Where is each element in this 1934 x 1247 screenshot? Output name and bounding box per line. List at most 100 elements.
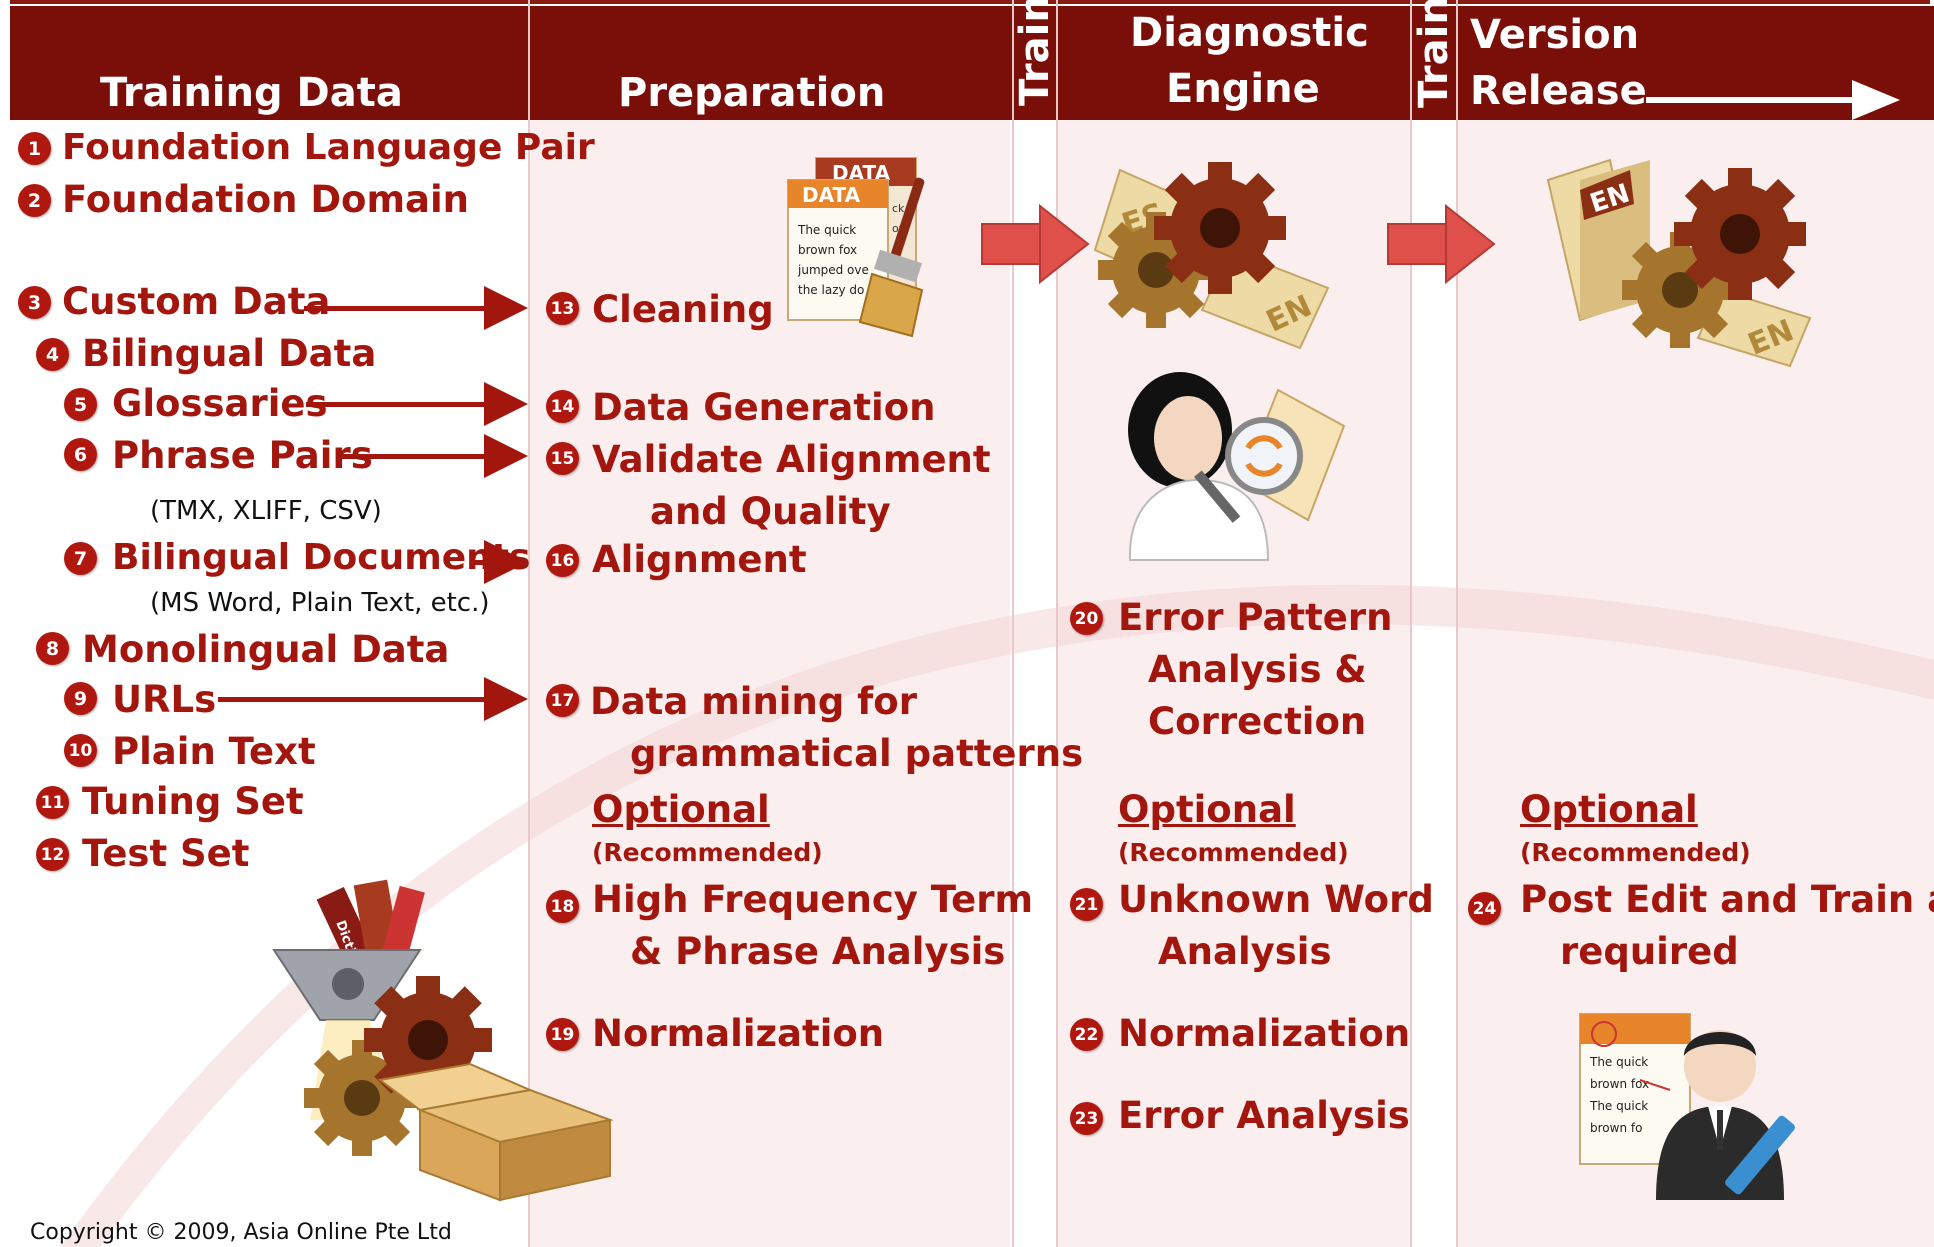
item-foundation-language-pair: Foundation Language Pair [62,127,595,168]
header-title-diagnostic-2: Engine [1166,66,1320,112]
badge-22: 22 [1070,1018,1103,1051]
data-tag-front: DATA [802,183,861,207]
version-release-icon: EN EN [1546,158,1812,368]
item-error-pattern-line2: Analysis & [1148,648,1367,691]
badge-9: 9 [64,682,97,715]
header-train-1 [1014,6,1056,120]
item-monolingual-data: Monolingual Data [82,628,450,671]
item-validate-alignment-line2: and Quality [650,490,891,533]
badge-19: 19 [546,1018,579,1051]
item-data-mining: Data mining for [590,680,917,723]
header-diagnostic [1058,6,1410,120]
badge-10: 10 [64,734,97,767]
item-alignment: Alignment [592,538,807,581]
item-cleaning: Cleaning [592,288,774,331]
header-preparation [530,6,1012,120]
phrase-pairs-formats: (TMX, XLIFF, CSV) [150,496,382,526]
header-train-2 [1412,6,1456,120]
item-error-pattern: Error Pattern [1118,596,1393,639]
item-data-generation: Data Generation [592,386,936,429]
header-title-version-2: Release [1470,68,1647,114]
badge-4: 4 [36,338,69,371]
version-recommended: (Recommended) [1520,838,1751,867]
badge-1: 1 [18,132,51,165]
post-edit-person-icon: The quick brown fox The quick brown fo [1579,1013,1795,1200]
badge-20: 20 [1070,602,1103,635]
data-line-4: the lazy do [798,283,864,297]
diagnostic-optional: Optional [1118,788,1296,831]
top-rule [10,0,1930,4]
bilingual-documents-formats: (MS Word, Plain Text, etc.) [150,588,490,618]
badge-7: 7 [64,542,97,575]
badge-6: 6 [64,438,97,471]
badge-12: 12 [36,838,69,871]
item-bilingual-data: Bilingual Data [82,332,377,375]
diagnostic-recommended: (Recommended) [1118,838,1349,867]
version-optional: Optional [1520,788,1698,831]
diagnostic-gears-icon: ES EN [1093,162,1330,350]
badge-23: 23 [1070,1102,1103,1135]
header-title-version-1: Version [1470,12,1640,58]
item-unknown-word-line2: Analysis [1158,930,1332,973]
header-arrow [1646,80,1900,120]
item-error-pattern-line3: Correction [1148,700,1367,743]
item-plain-text: Plain Text [112,730,316,773]
badge-15: 15 [546,442,579,475]
item-tuning-set: Tuning Set [82,780,304,823]
header-title-training-data: Training Data [100,70,403,116]
item-post-edit-line2: required [1560,930,1739,973]
item-high-frequency-term-line2: & Phrase Analysis [630,930,1006,973]
item-normalization-diag: Normalization [1118,1012,1411,1055]
dictionary-funnel-box-icon: Dictiona [272,879,614,1202]
badge-11: 11 [36,786,69,819]
post-line-3: The quick [1589,1099,1648,1113]
badge-21: 21 [1070,888,1103,921]
preparation-optional: Optional [592,788,770,831]
data-line-1: The quick [797,223,856,237]
item-phrase-pairs: Phrase Pairs [112,434,373,477]
item-test-set: Test Set [82,832,250,875]
item-custom-data: Custom Data [62,280,331,323]
item-post-edit: Post Edit and Train as [1520,878,1934,921]
item-high-frequency-term: High Frequency Term [592,878,1034,921]
badge-14: 14 [546,390,579,423]
badge-13: 13 [546,292,579,325]
separator-5 [1456,0,1458,1247]
copyright: Copyright © 2009, Asia Online Pte Ltd [30,1220,452,1245]
item-validate-alignment: Validate Alignment [592,438,991,481]
badge-3: 3 [18,286,51,319]
arrow-diagnostic-to-version [1387,203,1496,285]
preparation-recommended: (Recommended) [592,838,823,867]
separator-3 [1056,0,1058,1247]
item-error-analysis: Error Analysis [1118,1094,1410,1137]
item-urls: URLs [112,678,217,721]
badge-2: 2 [18,184,51,217]
header-title-diagnostic-1: Diagnostic [1130,10,1369,56]
header-title-preparation: Preparation [618,70,886,116]
post-line-2: brown fox [1590,1077,1649,1091]
badge-5: 5 [64,388,97,421]
header-training-data [10,6,528,120]
post-line-1: The quick [1589,1055,1648,1069]
data-line-3: jumped ove [797,263,869,277]
separator-4 [1410,0,1412,1247]
arrow-prep-to-diagnostic [981,203,1090,285]
item-normalization-prep: Normalization [592,1012,885,1055]
item-bilingual-documents: Bilingual Documents [112,537,531,578]
badge-8: 8 [36,632,69,665]
item-glossaries: Glossaries [112,382,328,425]
badge-24: 24 [1468,892,1501,925]
item-data-mining-line2: grammatical patterns [630,732,1084,775]
data-side-1: ck [892,202,905,215]
separator-2 [1012,0,1014,1247]
badge-17: 17 [546,684,579,717]
badge-16: 16 [546,544,579,577]
badge-18: 18 [546,890,579,923]
separator-1 [528,0,530,1247]
post-line-4: brown fo [1590,1121,1642,1135]
data-document-brush-icon: DATA ck ox d DATA The quick brown fox ju… [787,157,925,338]
data-line-2: brown fox [798,243,857,257]
scientist-magnifier-icon [1128,372,1346,561]
